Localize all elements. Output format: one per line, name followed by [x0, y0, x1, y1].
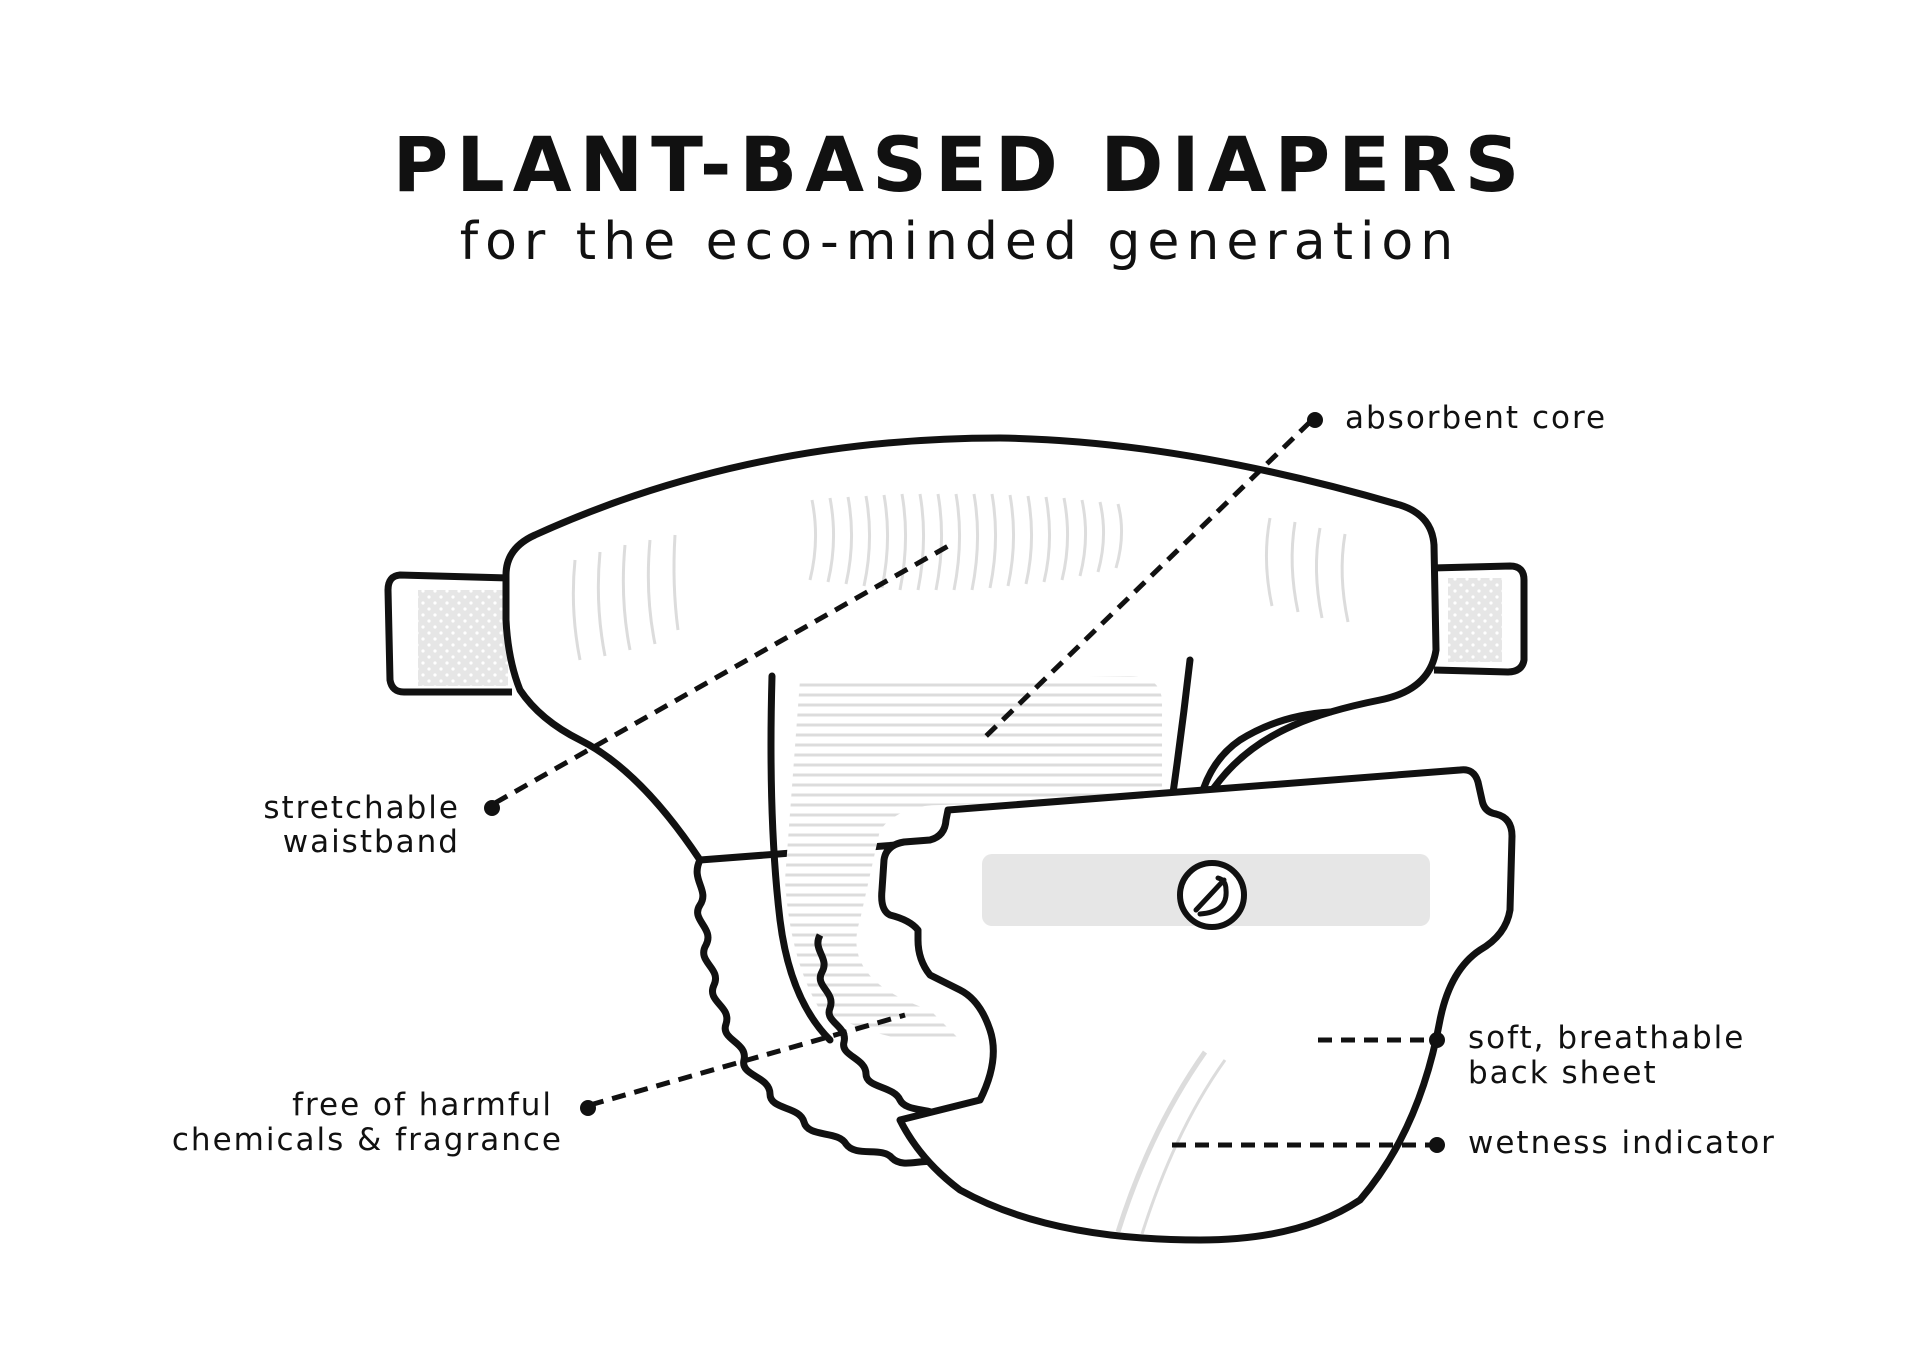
right-fastening-tab — [1431, 562, 1528, 676]
diaper-front-panel — [878, 766, 1516, 1244]
leader-stretchable-waistband — [493, 542, 952, 806]
label-back-sheet-line1: soft, breathable — [1468, 1020, 1745, 1056]
label-wetness-indicator: wetness indicator — [1468, 1125, 1776, 1161]
wetness-indicator-strip — [1115, 1050, 1208, 1233]
label-stretchable-waistband-line1: stretchable — [263, 790, 460, 826]
absorbent-core-panel — [785, 676, 1162, 1042]
wetness-indicator-strip-inner — [1140, 1059, 1227, 1235]
label-back-sheet-line2: back sheet — [1468, 1055, 1658, 1091]
dot-free-of-harmful — [580, 1100, 596, 1116]
dot-wetness-indicator — [1429, 1137, 1445, 1153]
dot-back-sheet — [1429, 1032, 1445, 1048]
inner-leg-cuff-right — [1168, 656, 1194, 804]
leader-absorbent-core — [980, 420, 1312, 742]
leader-free-of-harmful — [589, 1012, 906, 1108]
callout-leaders — [493, 420, 1430, 1148]
left-fastening-tab — [384, 571, 512, 696]
label-absorbent-core: absorbent core — [1345, 400, 1607, 436]
callout-dots — [484, 412, 1445, 1153]
bird-logo-icon — [1177, 860, 1247, 930]
page-subtitle: for the eco-minded generation — [459, 212, 1461, 272]
page-title: PLANT-BASED DIAPERS — [392, 120, 1528, 209]
back-waist-texture — [808, 493, 1124, 591]
dot-stretchable-waistband — [484, 800, 500, 816]
inner-leg-ruffle — [814, 933, 943, 1120]
label-free-of-harmful-line1: free of harmful — [292, 1087, 553, 1123]
dot-absorbent-core — [1307, 412, 1323, 428]
left-leg-ruffle — [693, 858, 984, 1171]
waistband-stretch-lines — [571, 517, 1350, 661]
diaper-back-body — [502, 434, 1440, 864]
label-free-of-harmful-line2: chemicals & fragrance — [172, 1122, 563, 1158]
label-stretchable-waistband-line2: waistband — [283, 824, 460, 860]
inner-leg-cuff-left — [767, 672, 834, 1044]
